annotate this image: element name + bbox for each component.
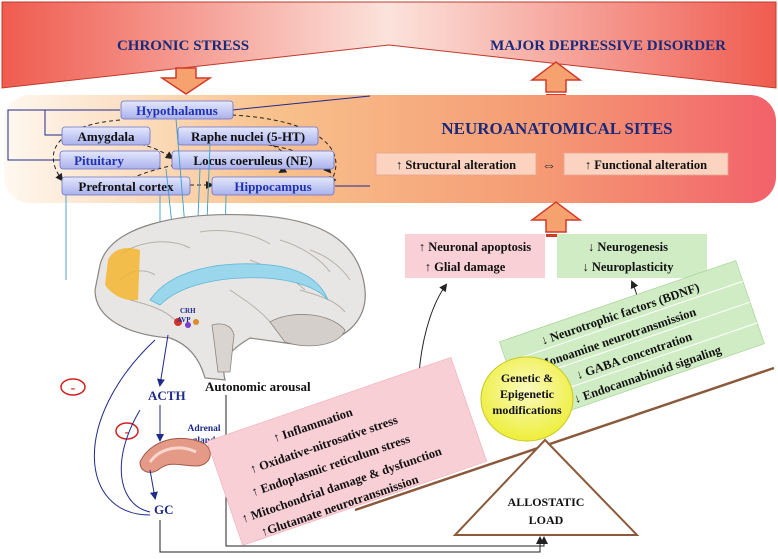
stress-down-arrow [159, 67, 213, 95]
neurogenesis-box [557, 234, 707, 278]
acth-label: ACTH [148, 388, 186, 403]
panel-background [4, 95, 776, 203]
locus-box [171, 150, 335, 170]
prefrontal-region [105, 248, 140, 301]
balance-beam [354, 366, 775, 512]
adrenal-label-1: Adrenal [187, 424, 220, 434]
allostatic-line1: ALLOSTATIC [508, 495, 585, 509]
chronic-stress-label: CHRONIC STRESS [117, 38, 249, 54]
neuroanatomical-panel: NEUROANATOMICAL SITES ↑ Structural alter… [4, 95, 776, 203]
corpus-callosum [149, 263, 329, 306]
adrenal-label-2: gland [193, 436, 216, 446]
pituitary-dot [185, 322, 191, 328]
apoptosis-line2: ↑ Glial damage [425, 260, 506, 274]
mdd-label: MAJOR DEPRESSIVE DISORDER [490, 38, 726, 54]
hpa-axis: - - ACTH Adrenal gland GC Autonomic arou… [60, 334, 548, 553]
minus-circle-2 [115, 422, 139, 440]
functional-label: ↑ Functional alteration [585, 158, 707, 172]
brain-region-network: Hypothalamus Amygdala Raphe nuclei (5-HT… [7, 95, 371, 196]
gc-label: GC [154, 502, 174, 517]
hippocampus-box [211, 176, 335, 196]
hypothalamus-label: Hypothalamus [136, 103, 218, 118]
prefrontal-box [61, 176, 191, 196]
adrenal-gland-icon [139, 437, 211, 473]
autonomic-arousal-label: Autonomic arousal [205, 379, 311, 394]
structural-label: ↑ Structural alteration [396, 158, 516, 172]
amygdala-dot [193, 319, 199, 325]
amygdala-label: Amygdala [77, 129, 135, 144]
apoptosis-box [405, 234, 545, 278]
avp-label: AVP [177, 316, 191, 324]
prefrontal-label: Prefrontal cortex [78, 179, 174, 194]
fulcrum-line1: Genetic & [501, 371, 553, 385]
fulcrum-circle [480, 356, 574, 442]
locus-label: Locus coeruleus (NE) [193, 153, 312, 168]
exchange-icon: ⇔ [542, 158, 557, 174]
left-pan-box [206, 356, 488, 546]
balance-scale: ↑ Inflammation ↑ Oxidative-nitrosative s… [206, 260, 775, 546]
banner-shape [1, 1, 777, 89]
allostatic-triangle [452, 438, 640, 536]
pituitary-label: Pituitary [74, 153, 124, 168]
neurogenesis-line1: ↓ Neurogenesis [588, 240, 668, 254]
hippocampus-label: Hippocampus [234, 179, 311, 194]
functional-box [563, 152, 729, 176]
structural-box [375, 152, 537, 176]
fulcrum-line3: modifications [492, 403, 562, 417]
allostatic-line2: LOAD [529, 513, 564, 527]
crh-label: CRH [180, 307, 196, 315]
mdd-up-arrow [529, 61, 583, 97]
balance-up-arrow [529, 201, 583, 237]
top-banner: CHRONIC STRESS MAJOR DEPRESSIVE DISORDER [1, 1, 777, 89]
raphe-label: Raphe nuclei (5-HT) [191, 129, 305, 144]
outcome-boxes: ↑ Neuronal apoptosis ↑ Glial damage ↓ Ne… [405, 234, 707, 456]
hypothalamus-box [120, 100, 234, 120]
brain-illustration: CRH AVP [65, 118, 366, 381]
amygdala-box [61, 126, 151, 146]
cerebellum [269, 314, 346, 347]
neurogenesis-line2: ↓ Neuroplasticity [582, 260, 674, 274]
apoptosis-line1: ↑ Neuronal apoptosis [419, 240, 531, 254]
brainstem [211, 323, 235, 373]
minus-symbol-2: - [125, 425, 130, 440]
panel-title: NEUROANATOMICAL SITES [441, 119, 672, 138]
raphe-box [177, 126, 319, 146]
hypothalamus-dot [174, 318, 182, 326]
minus-circle-1 [60, 378, 86, 396]
minus-symbol-1: - [71, 381, 76, 396]
fulcrum-line2: Epigenetic [500, 387, 555, 401]
pituitary-box [59, 150, 161, 170]
